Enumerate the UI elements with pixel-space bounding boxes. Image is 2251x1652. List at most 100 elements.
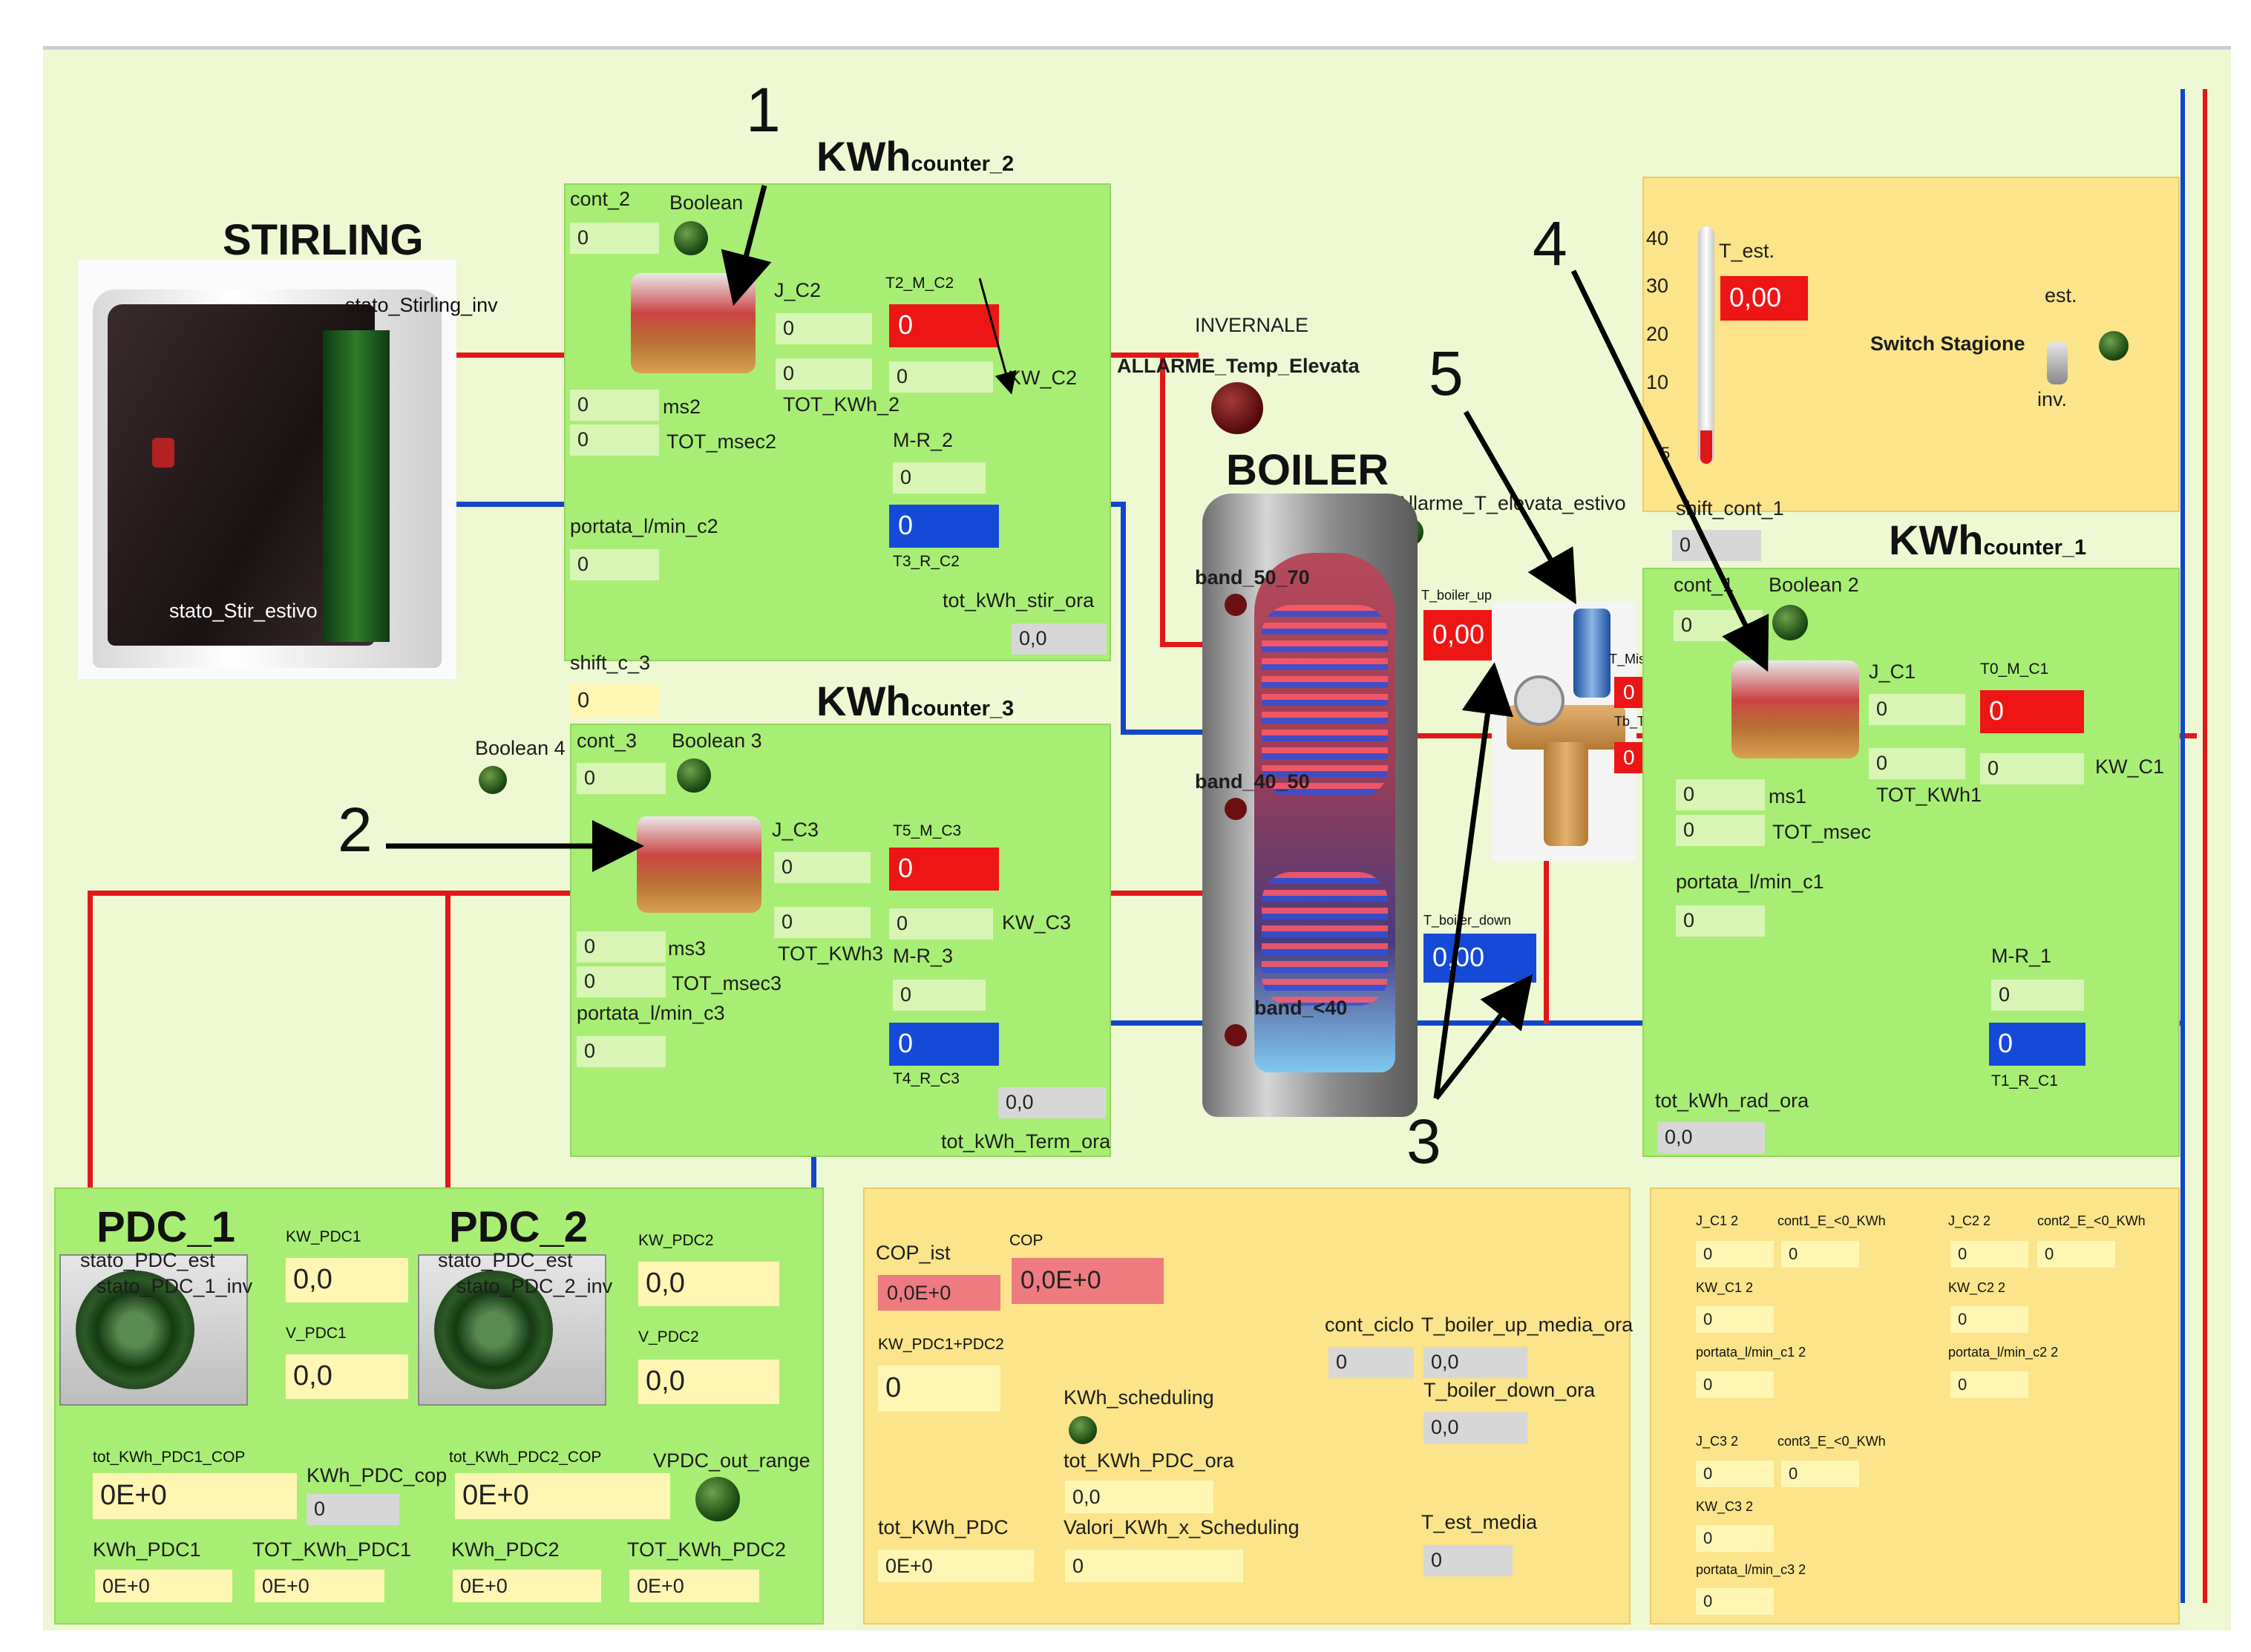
counter1-portata-field[interactable]: 0 — [1676, 905, 1765, 937]
counter3-totora-field[interactable]: 0,0 — [998, 1087, 1106, 1118]
counter1-kw-field[interactable]: 0 — [1980, 753, 2084, 784]
counter3-tm-field[interactable]: 0 — [889, 848, 999, 891]
pdc2-v-field[interactable]: 0,0 — [638, 1360, 779, 1404]
pdc1-v-field[interactable]: 0,0 — [286, 1354, 408, 1399]
counter3-boolean-led[interactable] — [677, 758, 711, 793]
counter3-totmsec-field[interactable]: 0 — [577, 966, 666, 997]
sched-cont2-field[interactable]: 0 — [2037, 1241, 2115, 1268]
sched-jc32-field[interactable]: 0 — [1696, 1461, 1774, 1487]
counter2-totmsec-label: TOT_msec2 — [666, 430, 777, 453]
counter1-jc-field[interactable]: 0 — [1869, 694, 1965, 725]
kw-sum-field[interactable]: 0 — [878, 1366, 1000, 1412]
counter2-portata-field[interactable]: 0 — [570, 549, 659, 580]
kwh-pdc1-field[interactable]: 0E+0 — [95, 1570, 232, 1602]
tb-down-ora-field[interactable]: 0,0 — [1423, 1412, 1527, 1443]
sched-cont3-field[interactable]: 0 — [1781, 1461, 1859, 1487]
pdc1-est-label: stato_PDC_est — [80, 1249, 215, 1271]
tot-kwh-pdc1-field[interactable]: 0E+0 — [255, 1570, 384, 1602]
band2-led[interactable] — [1225, 798, 1247, 820]
counter3-portata-field[interactable]: 0 — [577, 1036, 666, 1067]
vpdc-led[interactable] — [695, 1477, 740, 1521]
sched-p22-field[interactable]: 0 — [1950, 1371, 2028, 1398]
sched-kwc22-field[interactable]: 0 — [1950, 1306, 2028, 1333]
cop-field[interactable]: 0,0E+0 — [1012, 1258, 1164, 1304]
valori-field[interactable]: 0 — [1065, 1550, 1243, 1582]
counter1-totora-field[interactable]: 0,0 — [1657, 1122, 1765, 1153]
sched-cont2-label: cont2_E_<0_KWh — [2037, 1213, 2146, 1228]
t-est-media-field[interactable]: 0 — [1423, 1545, 1513, 1576]
scale-40: 40 — [1646, 227, 1669, 249]
counter1-mr-field[interactable]: 0 — [1991, 980, 2084, 1011]
counter2-tm-field[interactable]: 0 — [889, 304, 999, 347]
invernale-label: INVERNALE — [1195, 314, 1309, 336]
season-led[interactable] — [2099, 331, 2129, 361]
counter2-totora-field[interactable]: 0,0 — [1012, 623, 1107, 655]
counter2-kw-field[interactable]: 0 — [889, 361, 993, 393]
counter3-cont-field[interactable]: 0 — [577, 763, 666, 794]
counter3-tm-label: T5_M_C3 — [893, 822, 962, 839]
tot-kwh-pdc-ora-field[interactable]: 0,0 — [1065, 1481, 1213, 1513]
counter2-tr-field[interactable]: 0 — [889, 505, 999, 548]
season-switch[interactable] — [2047, 341, 2068, 384]
counter2-cont-field[interactable]: 0 — [570, 223, 659, 254]
pdc2-kw-label: KW_PDC2 — [638, 1232, 714, 1249]
sched-kwc32-field[interactable]: 0 — [1696, 1525, 1774, 1552]
counter3-mr-label: M-R_3 — [893, 945, 954, 967]
counter2-ms-field[interactable]: 0 — [570, 390, 659, 421]
stirling-inv-label: stato_Stirling_inv — [345, 294, 498, 316]
band1-led[interactable] — [1225, 594, 1247, 616]
shift-cont1-field[interactable]: 0 — [1672, 530, 1761, 561]
pdc2-kw-field[interactable]: 0,0 — [638, 1262, 779, 1306]
boolean4-label: Boolean 4 — [475, 737, 566, 759]
counter3-kw-field[interactable]: 0 — [889, 908, 993, 940]
counter2-totmsec-field[interactable]: 0 — [570, 425, 659, 456]
counter3-jc-field[interactable]: 0 — [774, 852, 871, 883]
counter3-totkwh-field[interactable]: 0 — [774, 907, 871, 938]
sched-p32-label: portata_l/min_c3 2 — [1696, 1562, 1806, 1577]
counter3-ms-field[interactable]: 0 — [577, 931, 666, 963]
counter1-totmsec-field[interactable]: 0 — [1676, 815, 1765, 846]
pdc2-cop-field[interactable]: 0E+0 — [455, 1473, 670, 1519]
counter2-jc-field[interactable]: 0 — [776, 313, 872, 344]
counter2-boolean-led[interactable] — [674, 221, 708, 255]
tot-kwh-pdc-field[interactable]: 0E+0 — [878, 1550, 1034, 1582]
counter2-totkwh-field[interactable]: 0 — [776, 358, 872, 390]
counter3-tr-field[interactable]: 0 — [889, 1023, 999, 1066]
counter1-boolean-led[interactable] — [1772, 605, 1808, 640]
sched-jc22-label: J_C2 2 — [1948, 1213, 1991, 1228]
sched-kwc12-field[interactable]: 0 — [1696, 1306, 1774, 1333]
shift-c3-field[interactable]: 0 — [570, 684, 659, 717]
inv-label: inv. — [2037, 388, 2068, 410]
sched-jc12-field[interactable]: 0 — [1696, 1241, 1774, 1268]
vpdc-label: VPDC_out_range — [653, 1449, 810, 1472]
sched-jc22-field[interactable]: 0 — [1950, 1241, 2028, 1268]
counter3-mr-field[interactable]: 0 — [893, 980, 986, 1011]
cont-ciclo-field[interactable]: 0 — [1328, 1347, 1414, 1378]
sched-p12-field[interactable]: 0 — [1696, 1371, 1774, 1398]
counter2-panel — [564, 183, 1111, 661]
kwh-pdc-cop-field[interactable]: 0 — [307, 1494, 399, 1525]
counter2-mr-field[interactable]: 0 — [893, 462, 986, 494]
scale-10: 10 — [1646, 371, 1669, 393]
counter1-ms-field[interactable]: 0 — [1676, 779, 1765, 810]
kwh-scheduling-led[interactable] — [1069, 1416, 1097, 1444]
counter1-tm-field[interactable]: 0 — [1980, 690, 2084, 733]
tot-kwh-pdc2-field[interactable]: 0E+0 — [629, 1570, 759, 1602]
callout-4: 4 — [1533, 209, 1567, 278]
counter2-cont-label: cont_2 — [570, 188, 631, 210]
boolean4-led[interactable] — [479, 766, 507, 794]
t-est-field[interactable]: 0,00 — [1720, 276, 1808, 321]
callout-1: 1 — [746, 75, 781, 145]
sched-cont1-field[interactable]: 0 — [1781, 1241, 1859, 1268]
counter3-totkwh-label: TOT_KWh3 — [778, 943, 884, 965]
counter1-totkwh-field[interactable]: 0 — [1869, 748, 1965, 779]
band3-led[interactable] — [1225, 1024, 1247, 1046]
pdc1-cop-field[interactable]: 0E+0 — [93, 1473, 297, 1519]
pdc1-kw-field[interactable]: 0,0 — [286, 1258, 408, 1302]
allarme-led[interactable] — [1211, 382, 1263, 434]
counter1-tr-field[interactable]: 0 — [1989, 1023, 2085, 1066]
cop-ist-field[interactable]: 0,0E+0 — [878, 1275, 1000, 1311]
tb-up-media-field[interactable]: 0,0 — [1423, 1347, 1527, 1378]
kwh-pdc2-field[interactable]: 0E+0 — [453, 1570, 601, 1602]
sched-p32-field[interactable]: 0 — [1696, 1588, 1774, 1615]
